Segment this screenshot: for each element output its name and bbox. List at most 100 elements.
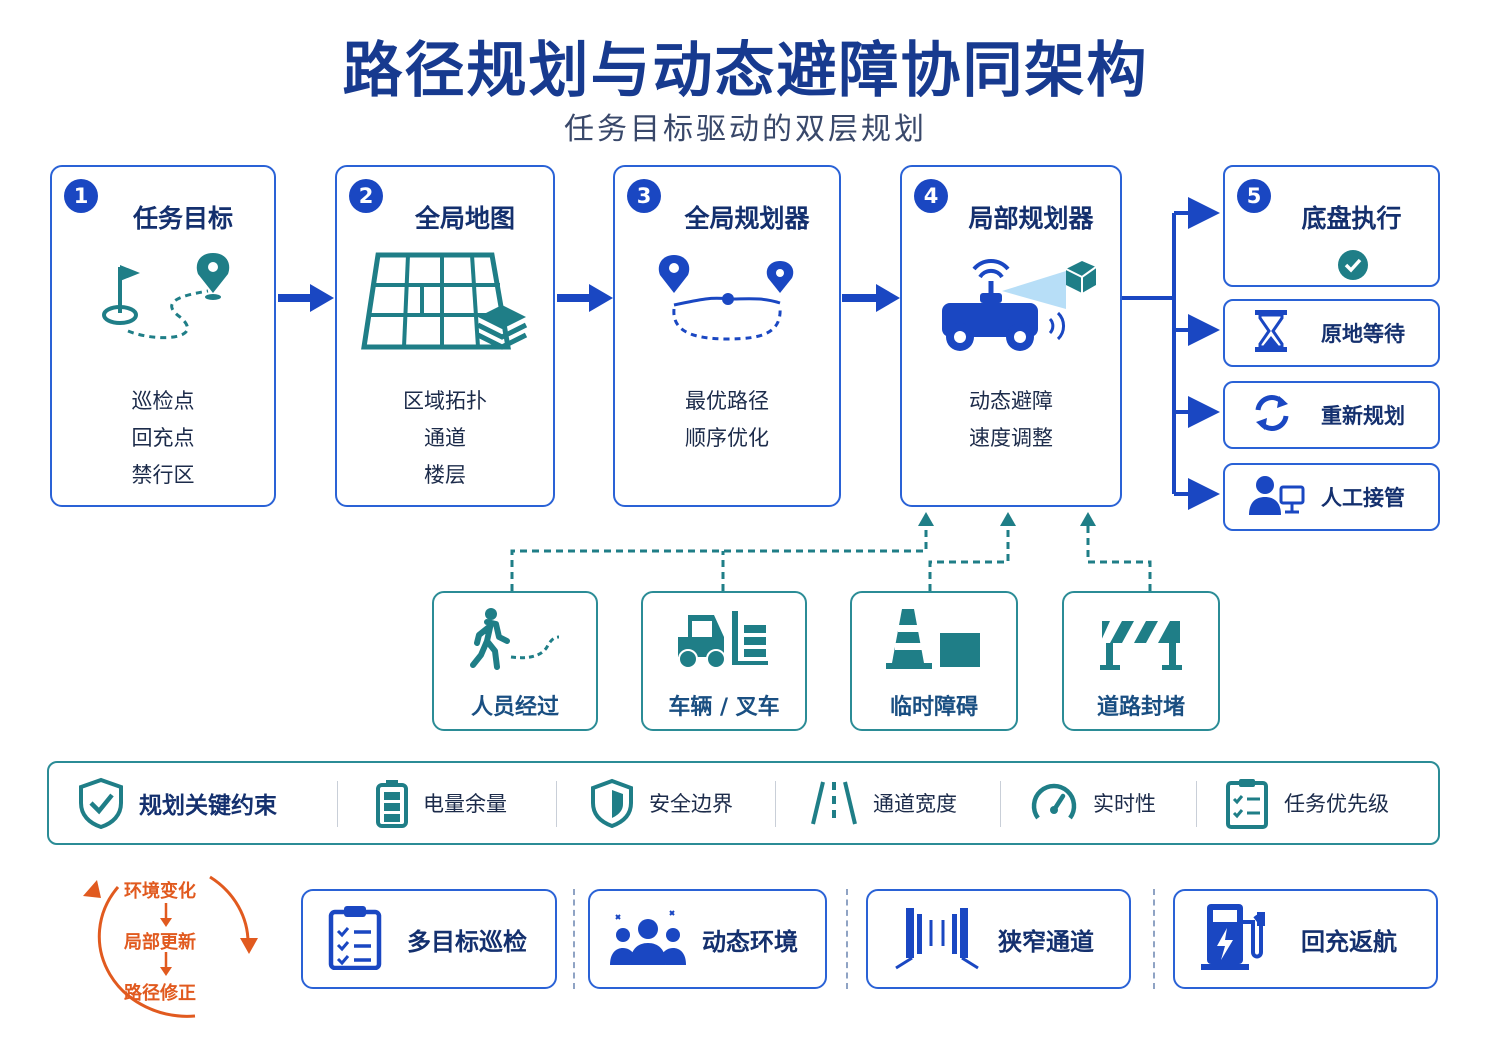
checklist-icon: [1226, 779, 1268, 829]
traffic-cone-icon: [852, 607, 1016, 677]
scenario-label: 动态环境: [702, 927, 798, 956]
operator-monitor-icon: [1245, 473, 1305, 521]
page-subtitle: 任务目标驱动的双层规划: [564, 112, 927, 147]
constraint-priority: 任务优先级: [1224, 763, 1389, 843]
stage-local-planner: 4 局部规划器 动态避障 速度调整: [900, 165, 1122, 507]
grid-map-icon: [337, 247, 553, 367]
scenario-multi-target: 多目标巡检: [301, 889, 557, 989]
constraint-label: 通道宽度: [873, 792, 957, 816]
step-number-badge: 3: [627, 179, 661, 213]
constraint-battery: 电量余量: [375, 763, 507, 843]
stage-arrow-1: [278, 284, 334, 312]
clipboard-checklist-icon: [327, 904, 383, 974]
stage-task-goal: 1 任务目标 巡检点 回充点 禁行区: [50, 165, 276, 507]
cycle-step: 路径修正: [124, 983, 196, 1004]
stage-item: 动态避障: [969, 389, 1053, 413]
obstacle-pedestrian: 人员经过: [432, 591, 598, 731]
stage-title: 局部规划器: [968, 204, 1094, 233]
scenario-label: 狭窄通道: [998, 927, 1094, 956]
obstacle-label: 车辆 / 叉车: [668, 695, 780, 720]
constraint-heading-label: 规划关键约束: [139, 793, 277, 819]
cycle-arrows: [97, 875, 250, 1018]
divider: [1000, 781, 1001, 827]
constraint-label: 任务优先级: [1284, 792, 1389, 816]
stage-item: 最优路径: [685, 389, 769, 413]
shield-icon: [591, 778, 633, 828]
constraint-bar: 规划关键约束 电量余量 安全边界 通道宽度 实时性 任务优先级: [47, 761, 1440, 845]
constraint-safety: 安全边界: [589, 763, 733, 843]
page-title: 路径规划与动态避障协同架构: [342, 36, 1149, 106]
constraint-realtime: 实时性: [1029, 763, 1156, 843]
stage-item: 禁行区: [131, 463, 195, 487]
obstacle-label: 临时障碍: [889, 695, 978, 720]
route-pins-icon: [615, 247, 839, 367]
outcome-replan: 重新规划: [1223, 381, 1440, 449]
hourglass-icon: [1251, 308, 1291, 358]
forklift-icon: [643, 607, 805, 677]
stage-title: 任务目标: [132, 204, 233, 233]
flag-route-icon: [52, 247, 274, 367]
stage-item: 顺序优化: [685, 426, 769, 450]
divider: [1153, 889, 1155, 989]
obstacle-feeds: [510, 522, 1152, 591]
constraint-width: 通道宽度: [809, 763, 957, 843]
refresh-icon: [1251, 392, 1293, 438]
constraint-label: 安全边界: [649, 792, 733, 816]
divider: [1196, 781, 1197, 827]
outcome-branch: [1122, 197, 1220, 510]
shield-check-icon: [79, 777, 123, 829]
stage-title: 全局规划器: [684, 204, 810, 233]
stage-global-planner: 3 全局规划器 最优路径 顺序优化: [613, 165, 841, 507]
obstacle-label: 道路封堵: [1096, 695, 1185, 720]
outcome-manual-takeover: 人工接管: [1223, 463, 1440, 531]
scenario-label: 回充返航: [1301, 927, 1397, 956]
cycle-arrowheads: [83, 880, 258, 954]
step-number-badge: 4: [914, 179, 948, 213]
barricade-icon: [1064, 607, 1218, 677]
narrow-passage-icon: [892, 902, 982, 976]
constraint-label: 实时性: [1093, 792, 1156, 816]
stage-item: 巡检点: [131, 389, 195, 413]
divider: [337, 781, 338, 827]
obstacle-label: 人员经过: [470, 695, 559, 720]
outcome-label: 原地等待: [1321, 322, 1405, 346]
obstacle-vehicle: 车辆 / 叉车: [641, 591, 807, 731]
step-number-badge: 5: [1237, 179, 1271, 213]
outcome-label: 人工接管: [1321, 486, 1405, 510]
obstacle-temporary: 临时障碍: [850, 591, 1018, 731]
outcome-wait: 原地等待: [1223, 299, 1440, 367]
stage-item: 通道: [424, 426, 466, 450]
stage-arrow-2: [557, 284, 613, 312]
charging-station-icon: [1199, 902, 1275, 976]
check-circle-icon: [1337, 249, 1369, 285]
road-lanes-icon: [811, 781, 857, 825]
obstacle-road-block: 道路封堵: [1062, 591, 1220, 731]
people-group-icon: [606, 907, 690, 971]
constraint-label: 电量余量: [423, 792, 507, 816]
stage-title: 全局地图: [414, 204, 515, 233]
divider: [775, 781, 776, 827]
divider: [846, 889, 848, 989]
obstacle-feed-arrowheads: [918, 512, 1096, 526]
scenario-return-charge: 回充返航: [1173, 889, 1438, 989]
outcome-chassis-execute: 5 底盘执行: [1223, 165, 1440, 287]
divider: [556, 781, 557, 827]
constraint-heading: 规划关键约束: [77, 763, 277, 843]
stage-arrow-3: [842, 284, 900, 312]
speedometer-icon: [1031, 783, 1077, 820]
scenario-narrow-passage: 狭窄通道: [866, 889, 1131, 989]
divider: [573, 889, 575, 989]
stage-item: 楼层: [424, 463, 466, 487]
scenario-dynamic-env: 动态环境: [588, 889, 827, 989]
cycle-step: 环境变化: [124, 881, 196, 902]
outcome-title: 底盘执行: [1301, 204, 1402, 233]
step-number-badge: 2: [349, 179, 383, 213]
outcome-label: 重新规划: [1321, 404, 1405, 428]
stage-item: 区域拓扑: [403, 389, 487, 413]
step-number-badge: 1: [64, 179, 98, 213]
robot-sensor-icon: [902, 247, 1120, 367]
scenario-label: 多目标巡检: [407, 927, 527, 956]
stage-global-map: 2 全局地图 区域拓扑 通道 楼层: [335, 165, 555, 507]
stage-item: 速度调整: [969, 426, 1053, 450]
